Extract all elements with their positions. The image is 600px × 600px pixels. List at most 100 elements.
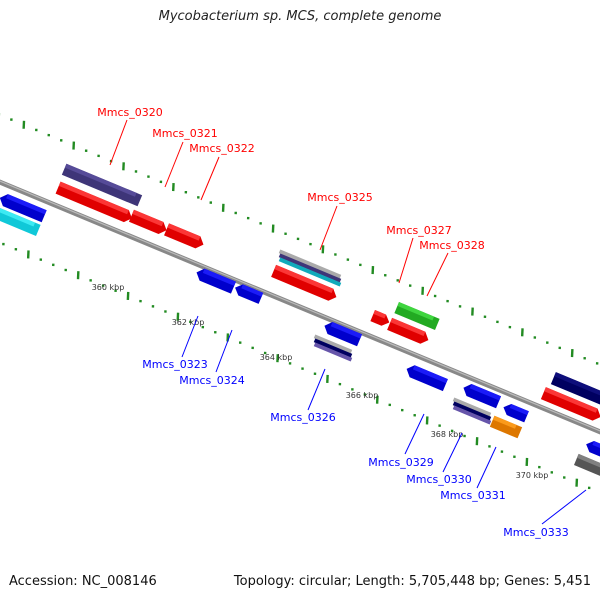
gene-feature[interactable] [233,282,264,304]
gene-feature[interactable] [452,405,492,425]
gene-feature[interactable] [322,320,363,347]
outer-tick-mark [246,216,250,220]
scale-label: 370 kbp [516,471,549,480]
inner-tick-mark [164,310,167,313]
gene-feature[interactable] [584,439,600,462]
gene-feature[interactable] [550,372,600,408]
label-leader-line [398,237,414,284]
inner-tick-mark [101,284,105,287]
gene-feature[interactable] [313,334,353,354]
gene-label[interactable]: Mmcs_0322 [189,142,254,155]
gene-feature[interactable] [387,317,431,346]
outer-tick-mark [10,118,13,121]
inner-tick-mark [425,416,429,425]
outer-tick-mark [59,139,63,142]
outer-tick-mark [184,190,188,194]
gene-feature[interactable] [501,402,529,423]
gene-feature[interactable] [313,342,353,362]
label-leader-line [476,446,497,489]
gene-feature[interactable] [452,397,492,417]
gene-label[interactable]: Mmcs_0328 [419,239,484,252]
outer-tick-mark [284,232,287,235]
outer-tick-mark [271,224,275,233]
gene-feature[interactable] [278,249,342,279]
inner-tick-mark [151,305,155,308]
gene-label[interactable]: Mmcs_0325 [307,191,372,204]
label-leader-line [200,156,220,201]
inner-tick-mark [238,341,242,344]
gene-feature[interactable] [461,382,502,409]
outer-tick-mark [147,175,150,178]
gene-feature[interactable] [573,453,600,479]
gene-feature[interactable] [61,163,143,207]
gene-label[interactable]: Mmcs_0331 [440,489,505,502]
outer-tick-mark [259,222,262,225]
gene-feature[interactable] [540,387,600,423]
gene-feature[interactable] [55,181,135,225]
gene-feature[interactable] [194,266,236,294]
gene-label[interactable]: Mmcs_0333 [503,526,568,539]
gene-feature[interactable] [271,264,339,303]
gene-feature[interactable] [404,363,448,392]
outer-tick-mark [371,265,375,275]
genome-backbone [0,179,600,435]
inner-tick-mark [76,271,80,280]
gene-feature[interactable] [128,209,169,237]
scale-label: 360 kbp [92,283,125,292]
gene-feature[interactable] [0,192,47,223]
inner-tick-mark [39,258,43,261]
label-leader-line [442,432,463,473]
inner-tick-mark [363,393,367,396]
gene-feature[interactable] [278,253,342,283]
gene-label[interactable]: Mmcs_0324 [179,374,244,387]
label-leader-line [426,252,449,297]
outer-tick-mark [47,133,51,137]
inner-tick-mark [176,312,180,321]
inner-tick-mark [276,354,279,363]
gene-feature[interactable] [313,338,353,358]
outer-tick-mark [533,336,537,339]
gene-label[interactable]: Mmcs_0329 [368,456,433,469]
inner-tick-mark [463,434,466,438]
outer-tick-mark [496,320,499,324]
inner-tick-mark [388,403,392,407]
label-leader-line [319,205,338,251]
inner-tick-mark [525,457,529,467]
gene-label[interactable]: Mmcs_0323 [142,358,207,371]
outer-tick-mark [458,305,462,308]
scale-label: 364 kbp [260,353,293,362]
gene-feature[interactable] [278,257,342,287]
outer-tick-mark [72,141,76,150]
outer-tick-mark [221,203,225,212]
inner-tick-mark [251,346,254,350]
inner-tick-mark [126,291,130,301]
gene-feature[interactable] [0,208,41,236]
inner-tick-mark [313,372,317,376]
inner-tick-mark [450,429,454,433]
inner-tick-mark [375,395,379,404]
outer-tick-mark [309,242,312,246]
gene-feature[interactable] [394,302,440,330]
outer-tick-mark [471,307,474,316]
gene-label[interactable]: Mmcs_0330 [406,473,471,486]
gene-feature[interactable] [452,401,492,421]
gene-label[interactable]: Mmcs_0327 [386,224,451,237]
outer-tick-mark [546,341,549,344]
gene-feature[interactable] [370,310,391,328]
inner-tick-mark [263,351,267,355]
outer-tick-mark [234,211,237,215]
gene-label[interactable]: Mmcs_0321 [152,127,217,140]
gene-feature[interactable] [489,415,523,439]
gene-label[interactable]: Mmcs_0320 [97,106,162,119]
outer-tick-mark [134,170,138,173]
outer-tick-mark [433,294,437,298]
gene-feature[interactable] [164,223,206,250]
inner-tick-mark [538,465,541,469]
label-leader-line [307,368,326,411]
outer-tick-mark [22,120,26,129]
inner-tick-mark [26,250,30,259]
scale-label: 362 kbp [172,318,205,327]
gene-label[interactable]: Mmcs_0326 [270,411,335,424]
